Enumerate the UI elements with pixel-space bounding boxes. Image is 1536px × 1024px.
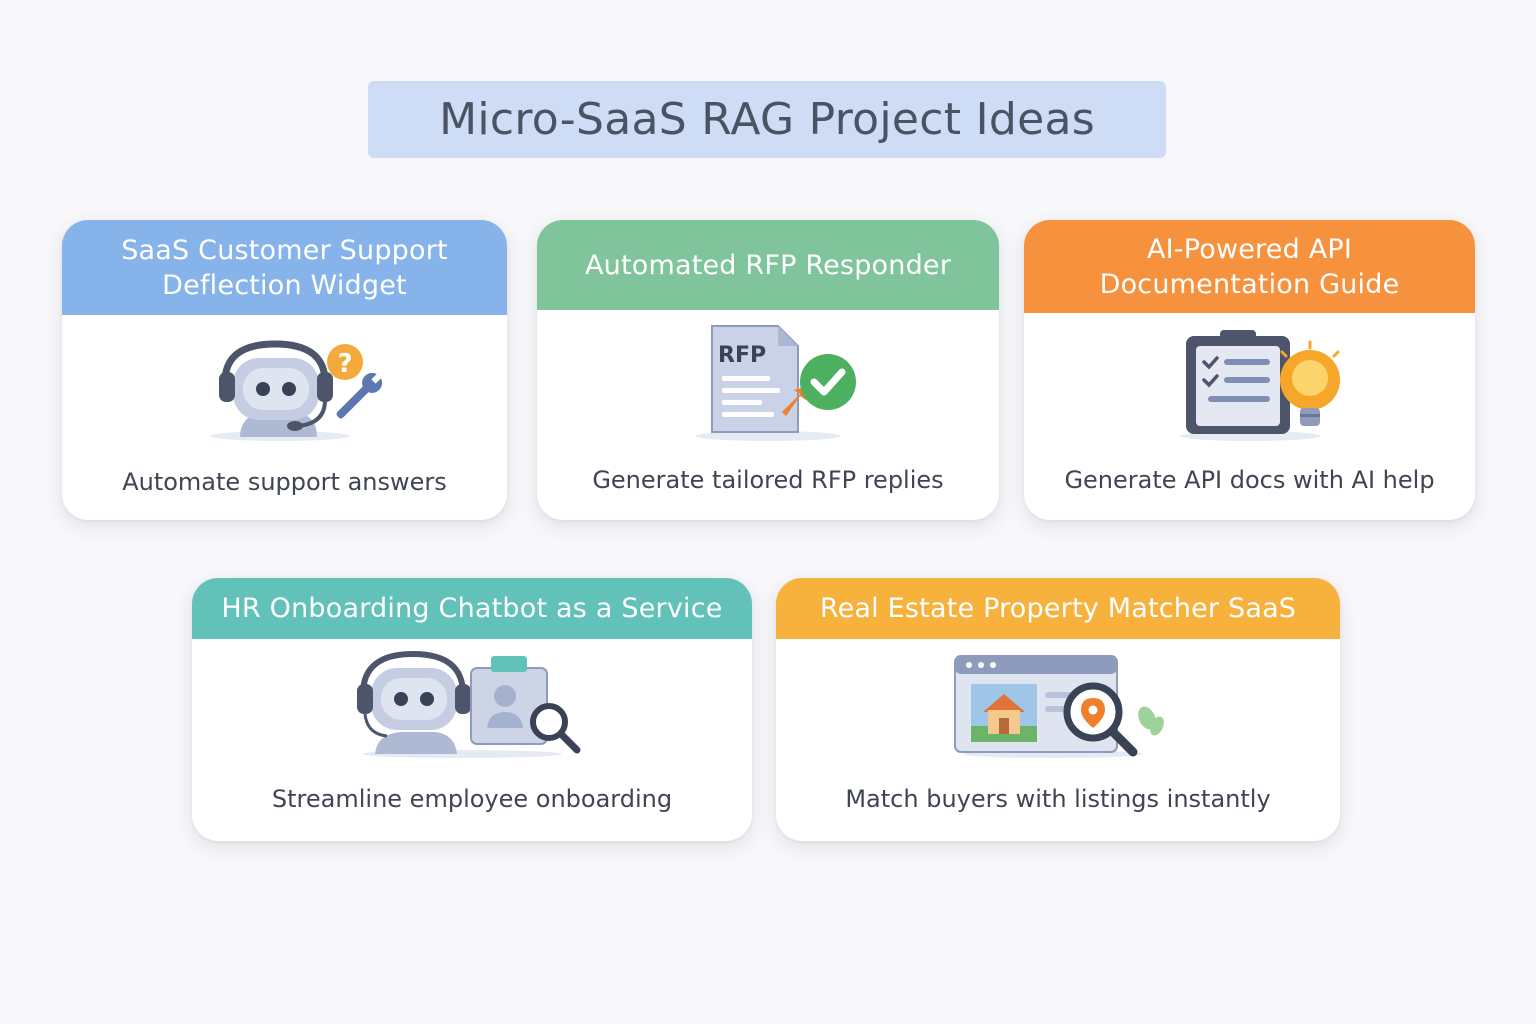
card-title-line: Real Estate Property Matcher SaaS <box>819 593 1297 624</box>
card-description: Match buyers with listings instantly <box>845 785 1271 813</box>
card-description: Generate API docs with AI help <box>1064 466 1435 494</box>
card-header: AI-Powered API Documentation Guide <box>1024 220 1475 313</box>
card-header: Automated RFP Responder <box>537 220 999 310</box>
card-support-deflection: SaaS Customer Support Deflection Widget … <box>62 220 507 520</box>
title-banner: Micro-SaaS RAG Project Ideas <box>368 81 1166 158</box>
card-title-line: HR Onboarding Chatbot as a Service <box>221 593 723 624</box>
card-description: Automate support answers <box>122 468 447 496</box>
support-robot-icon: ? <box>62 332 507 444</box>
card-title-line: Automated RFP Responder <box>584 249 952 281</box>
card-hr-onboarding: HR Onboarding Chatbot as a Service <box>192 578 752 841</box>
page-title: Micro-SaaS RAG Project Ideas <box>439 94 1095 145</box>
card-title-line: AI-Powered API <box>1146 233 1353 265</box>
card-header: SaaS Customer Support Deflection Widget <box>62 220 507 315</box>
svg-text:?: ? <box>337 349 352 379</box>
card-property-matcher: Real Estate Property Matcher SaaS <box>776 578 1340 841</box>
card-title-line: Deflection Widget <box>162 269 407 301</box>
card-header: HR Onboarding Chatbot as a Service <box>192 578 752 639</box>
card-title-line: SaaS Customer Support <box>121 234 448 266</box>
card-title-line: Documentation Guide <box>1099 268 1400 300</box>
card-api-docs-guide: AI-Powered API Documentation Guide Gener… <box>1024 220 1475 520</box>
rfp-label: RFP <box>718 343 766 368</box>
card-rfp-responder: Automated RFP Responder RFP Generate tai… <box>537 220 999 520</box>
rfp-document-icon: RFP <box>537 320 999 444</box>
card-header: Real Estate Property Matcher SaaS <box>776 578 1340 639</box>
property-search-icon <box>776 650 1340 762</box>
card-description: Streamline employee onboarding <box>271 785 673 813</box>
hr-chatbot-icon <box>192 648 752 760</box>
checklist-lightbulb-icon <box>1024 326 1475 444</box>
card-description: Generate tailored RFP replies <box>592 466 944 494</box>
